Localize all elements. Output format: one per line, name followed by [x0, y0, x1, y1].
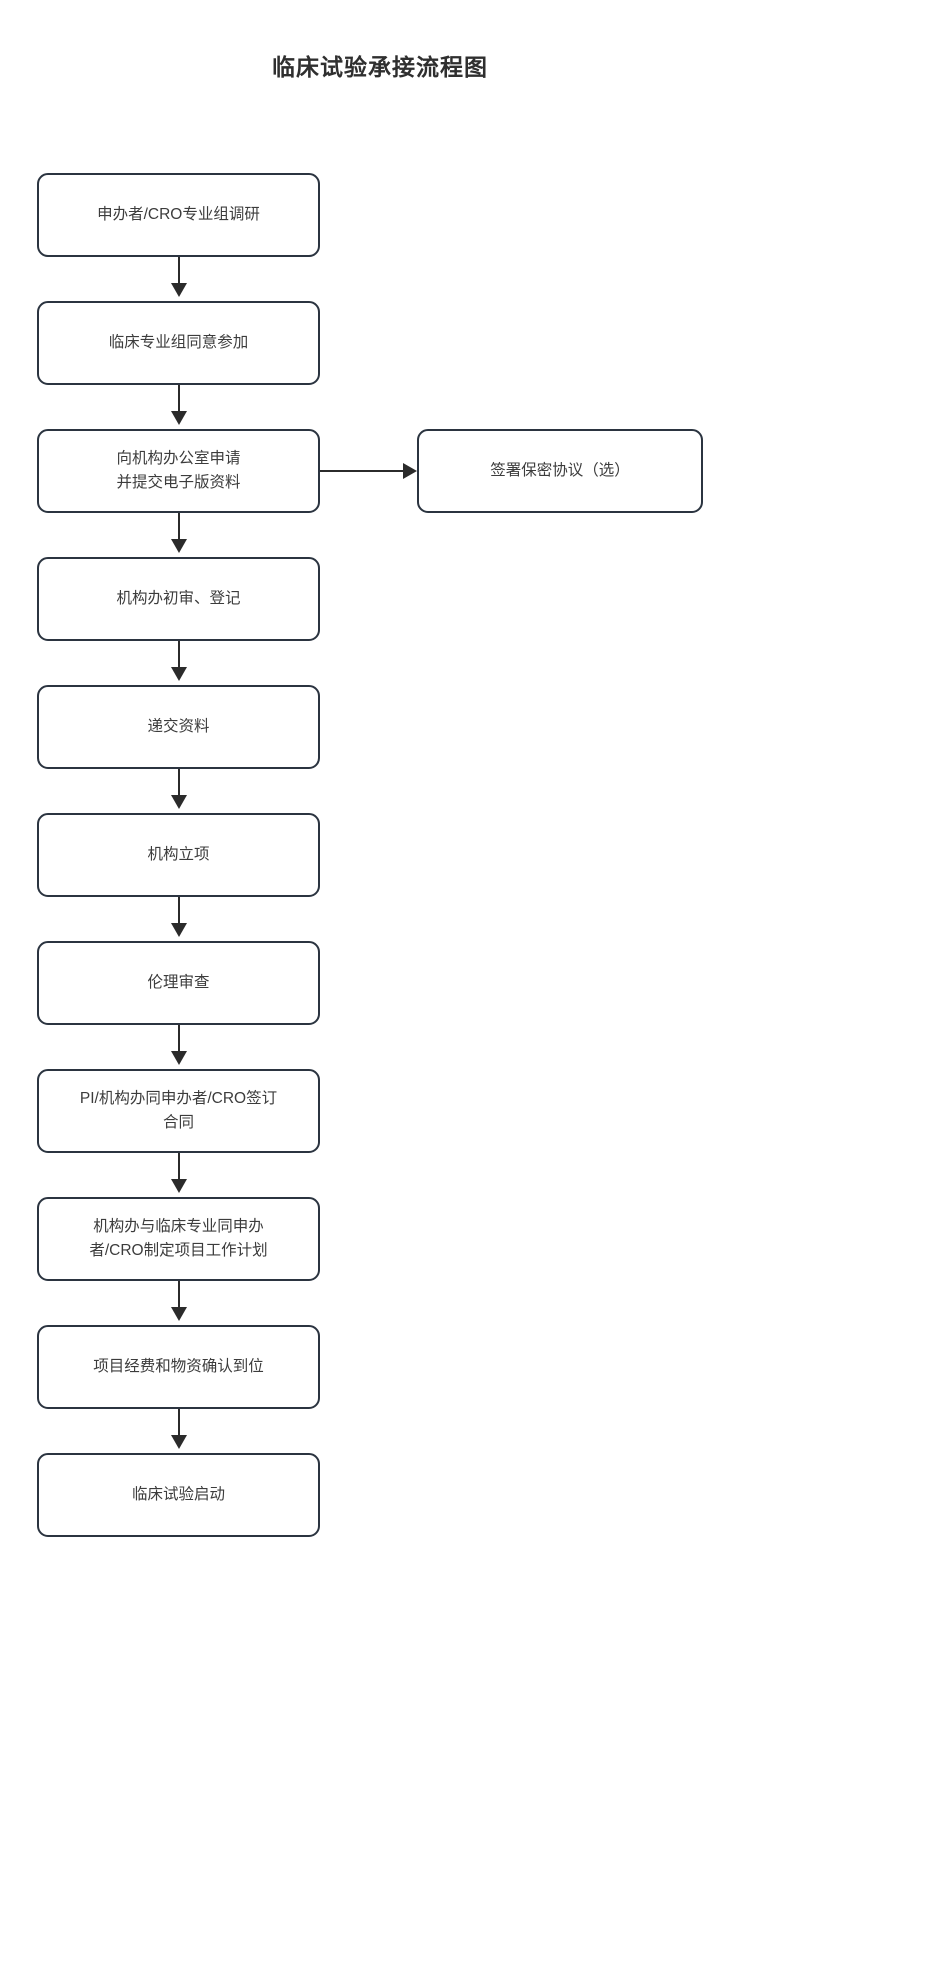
- flow-node-8[interactable]: PI/机构办同申办者/CRO签订 合同: [37, 1069, 320, 1153]
- flow-node-1[interactable]: 申办者/CRO专业组调研: [37, 173, 320, 257]
- flow-node-1-label: 申办者/CRO专业组调研: [97, 205, 260, 223]
- connector-7-8-line: [178, 1025, 180, 1055]
- flow-side-node-1[interactable]: 签署保密协议（选）: [417, 429, 703, 513]
- flow-node-11-label: 临床试验启动: [131, 1485, 225, 1503]
- flow-node-11[interactable]: 临床试验启动: [37, 1453, 320, 1537]
- connector-8-9-arrowhead: [171, 1179, 187, 1193]
- flow-node-7-label: 伦理审查: [147, 973, 210, 991]
- flow-node-10[interactable]: 项目经费和物资确认到位: [37, 1325, 320, 1409]
- connector-3-4-arrowhead: [171, 539, 187, 553]
- connector-3-side-line: [320, 470, 413, 472]
- flow-node-5[interactable]: 递交资料: [37, 685, 320, 769]
- connector-10-11-line: [178, 1409, 180, 1439]
- connector-8-9-line: [178, 1153, 180, 1183]
- flow-side-node-1-label: 签署保密协议（选）: [490, 461, 630, 479]
- connector-2-3-arrowhead: [171, 411, 187, 425]
- flow-node-5-label: 递交资料: [147, 717, 210, 735]
- connector-7-8-arrowhead: [171, 1051, 187, 1065]
- flow-node-6-label: 机构立项: [147, 845, 210, 863]
- connector-3-side-arrowhead: [403, 463, 417, 479]
- flow-node-2-label: 临床专业组同意参加: [108, 333, 249, 351]
- connector-4-5-line: [178, 641, 180, 671]
- flow-node-6[interactable]: 机构立项: [37, 813, 320, 897]
- connector-9-10-arrowhead: [171, 1307, 187, 1321]
- flow-node-2[interactable]: 临床专业组同意参加: [37, 301, 320, 385]
- connector-3-4-line: [178, 513, 180, 543]
- flow-node-3[interactable]: 向机构办公室申请 并提交电子版资料: [37, 429, 320, 513]
- connector-9-10-line: [178, 1281, 180, 1311]
- connector-1-2-arrowhead: [171, 283, 187, 297]
- flow-node-4-label: 机构办初审、登记: [116, 589, 241, 607]
- page-title: 临床试验承接流程图: [272, 54, 488, 80]
- flow-node-10-label: 项目经费和物资确认到位: [93, 1357, 264, 1375]
- flow-node-7[interactable]: 伦理审查: [37, 941, 320, 1025]
- connector-6-7-arrowhead: [171, 923, 187, 937]
- connector-6-7-line: [178, 897, 180, 927]
- flow-node-4[interactable]: 机构办初审、登记: [37, 557, 320, 641]
- connector-4-5-arrowhead: [171, 667, 187, 681]
- connector-1-2-line: [178, 257, 180, 287]
- connector-5-6-line: [178, 769, 180, 799]
- flow-node-9-label: 机构办与临床专业同申办 者/CRO制定项目工作计划: [89, 1217, 268, 1259]
- connector-10-11-arrowhead: [171, 1435, 187, 1449]
- flow-node-3-label: 向机构办公室申请 并提交电子版资料: [116, 449, 241, 491]
- flow-node-8-label: PI/机构办同申办者/CRO签订 合同: [79, 1089, 278, 1131]
- connector-2-3-line: [178, 385, 180, 415]
- connector-5-6-arrowhead: [171, 795, 187, 809]
- flow-node-9[interactable]: 机构办与临床专业同申办 者/CRO制定项目工作计划: [37, 1197, 320, 1281]
